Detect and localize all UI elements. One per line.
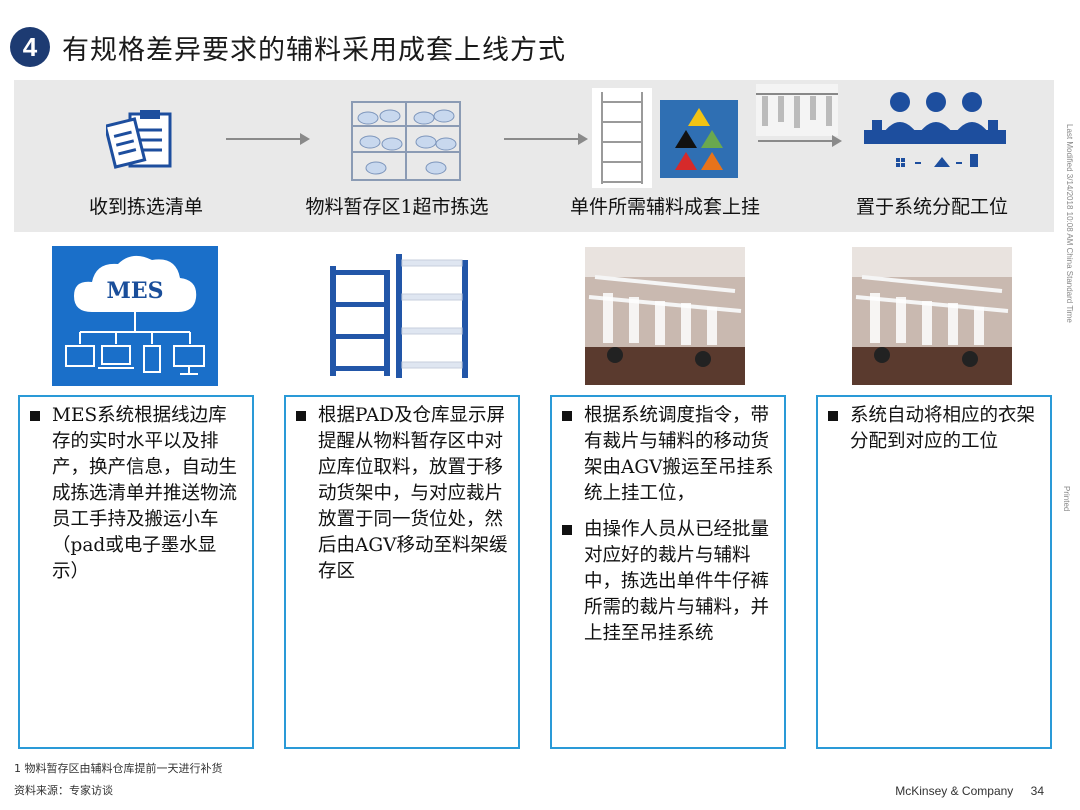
source-note: 资料来源：专家访谈 <box>14 784 113 797</box>
storage-rack-icon <box>351 101 461 181</box>
step-label-2: 物料暂存区1超市拣选 <box>305 196 489 218</box>
footnote: 1 物料暂存区由辅料仓库提前一天进行补货 <box>14 762 223 775</box>
arrow-2 <box>504 133 588 145</box>
workstation-icon <box>864 92 1006 167</box>
printed-note: Printed <box>1062 486 1071 512</box>
description-box-4: 系统自动将相应的衣架分配到对应的工位 <box>816 395 1052 749</box>
footer: McKinsey & Company 34 <box>895 784 1044 798</box>
mes-cloud-image: MES <box>52 246 218 386</box>
conveyor-thumbnail <box>756 84 838 136</box>
bullet: 系统自动将相应的衣架分配到对应的工位 <box>824 403 1040 455</box>
hanging-line-photo-2 <box>852 247 1012 385</box>
page-title: 有规格差异要求的辅料采用成套上线方式 <box>62 34 566 66</box>
description-box-1: MES系统根据线边库存的实时水平以及排产，换产信息，自动生成拣选清单并推送物流员… <box>18 395 254 749</box>
bullet-square-icon <box>562 525 572 535</box>
step-label-1: 收到拣选清单 <box>88 196 204 218</box>
section-number-badge: 4 <box>10 27 50 67</box>
step-label-4: 置于系统分配工位 <box>855 196 1009 218</box>
bullet: MES系统根据线边库存的实时水平以及排产，换产信息，自动生成拣选清单并推送物流员… <box>26 403 242 585</box>
title-row: 4 有规格差异要求的辅料采用成套上线方式 <box>10 22 566 72</box>
kit-triangles-icon <box>660 100 738 178</box>
mes-label: MES <box>106 278 163 304</box>
bullet-square-icon <box>562 411 572 421</box>
description-box-3: 根据系统调度指令，带有裁片与辅料的移动货架由AGV搬运至吊挂系统上挂工位， 由操… <box>550 395 786 749</box>
bullet: 根据系统调度指令，带有裁片与辅料的移动货架由AGV搬运至吊挂系统上挂工位， <box>558 403 774 507</box>
arrow-1 <box>226 133 310 145</box>
bullet-square-icon <box>296 411 306 421</box>
hanging-line-photo-1 <box>585 247 745 385</box>
page-number: 34 <box>1030 784 1044 798</box>
step-label-3: 单件所需辅料成套上挂 <box>569 196 761 218</box>
last-modified-note: Last Modified 3/14/2018 10:08 AM China S… <box>1065 124 1074 323</box>
bullet: 由操作人员从已经批量对应好的裁片与辅料中，拣选出单件牛仔裤所需的裁片与辅料，并上… <box>558 517 774 647</box>
shelf-image <box>322 246 472 386</box>
description-box-2: 根据PAD及仓库显示屏提醒从物料暂存区中对应库位取料，放置于移动货架中，与对应裁… <box>284 395 520 749</box>
bullet-square-icon <box>828 411 838 421</box>
process-band: 收到拣选清单 物料暂存区1超市拣选 单件所需辅料成套上挂 置于系统分配工位 <box>14 80 1054 232</box>
clipboard-icon <box>106 110 172 169</box>
bullet-square-icon <box>30 411 40 421</box>
company-name: McKinsey & Company <box>895 784 1014 798</box>
arrow-3 <box>758 135 842 147</box>
hanging-rack-icon <box>592 88 652 188</box>
bullet: 根据PAD及仓库显示屏提醒从物料暂存区中对应库位取料，放置于移动货架中，与对应裁… <box>292 403 508 585</box>
